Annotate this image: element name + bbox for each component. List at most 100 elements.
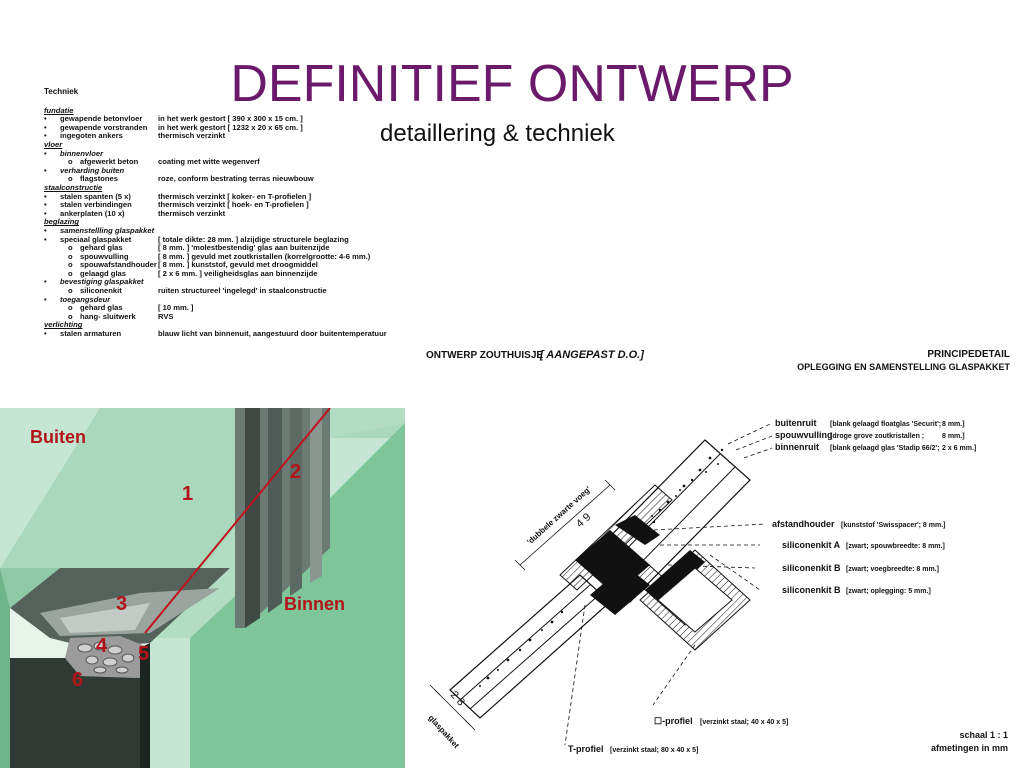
box-profile <box>639 549 751 651</box>
spec-item-label: ankerplaten (10 x) <box>60 208 125 218</box>
circle-bullet-icon: o <box>68 260 73 270</box>
spec-koker: [verzinkt staal; 40 x 40 x 5] <box>700 719 788 726</box>
spec-row: o spouwvulling [ 8 mm. ] gevuld met zoutkr… <box>44 251 404 262</box>
spec-row: vloer <box>44 139 404 150</box>
bullet-icon: • <box>44 148 47 158</box>
spec-heading: Techniek <box>44 87 79 96</box>
spec-binnenruit: [blank gelaagd glas 'Stadip 66/2'; <box>830 445 940 452</box>
label-buitenruit: buitenruit <box>775 418 817 428</box>
bullet-icon: • <box>44 294 47 304</box>
dimension-lines <box>429 479 616 731</box>
spec-subitem-value: [ 8 mm. ] kunststof, gevuld met droogmid… <box>158 260 318 270</box>
bullet-icon: • <box>44 225 47 235</box>
bullet-icon: • <box>44 114 47 124</box>
bullet-icon: • <box>44 122 47 132</box>
spec-subitem-label: afgewerkt beton <box>80 157 139 167</box>
spec-item-label: stalen verbindingen <box>60 200 132 210</box>
label-tprofiel: T-profiel <box>568 744 604 754</box>
spec-section-title: beglazing <box>44 217 80 227</box>
circle-bullet-icon: o <box>68 251 73 261</box>
label-inside: Binnen <box>284 594 345 614</box>
number-5: 5 <box>138 643 149 665</box>
spec-subitem-value: [ 2 x 6 mm. ] veiligheidsglas aan binnen… <box>158 268 318 278</box>
spec-subitem-value: [ 8 mm. ] 'molestbestendig' glas aan bui… <box>158 243 330 253</box>
label-afstandhouder: afstandhouder <box>772 519 835 529</box>
spec-row: • ankerplaten (10 x) thermisch verzinkt <box>44 208 404 219</box>
spec-afstandhouder: [kunststof 'Swisspacer'; 8 mm.] <box>841 522 945 529</box>
circle-bullet-icon: o <box>68 243 73 253</box>
frame-illustration: Buiten Binnen 1 2 3 4 5 6 <box>0 408 405 768</box>
spec-item-value: thermisch verzinkt <box>158 208 226 218</box>
spec-kit-b1: [zwart; voegbreedte: 8 mm.] <box>846 566 939 573</box>
spec-item-value: in het werk gestort [ 1232 x 20 x 65 cm.… <box>158 122 303 132</box>
spec-subitem-value: [ 8 mm. ] gevuld met zoutkristallen (kor… <box>158 251 371 261</box>
number-6: 6 <box>72 669 83 691</box>
slide-subtitle: detaillering & techniek <box>380 120 615 147</box>
spec-buitenruit: [blank gelaagd floatglas 'Securit'; <box>830 421 941 428</box>
bullet-icon: • <box>44 208 47 218</box>
spec-item-value: thermisch verzinkt <box>158 131 226 141</box>
spec-row: •stalen spanten (5 x)thermisch verzinkt … <box>44 191 404 202</box>
spec-subitem-label: spouwvulling <box>80 251 129 261</box>
spec-item-value: [ totale dikte: 28 mm. ] alzijdige struc… <box>158 234 349 244</box>
spec-item-value: thermisch verzinkt [ hoek- en T-profiele… <box>158 200 309 210</box>
spec-kit-a: [zwart; spouwbreedte: 8 mm.] <box>846 543 945 550</box>
drawing-title-left: ONTWERP ZOUTHUISJE <box>426 350 543 361</box>
spec-row: •verharding buiten <box>44 165 404 176</box>
bullet-icon: • <box>44 191 47 201</box>
detail-drawing-svg: ONTWERP ZOUTHUISJE [ AANGEPAST D.O.] PRI… <box>426 349 1010 754</box>
label-outside: Buiten <box>30 427 86 447</box>
frame-illustration-svg: Buiten Binnen 1 2 3 4 5 6 <box>0 408 405 768</box>
spec-item-label: toegangsdeur <box>60 294 111 304</box>
circle-bullet-icon: o <box>68 303 73 313</box>
spec-row: beglazing <box>44 218 404 227</box>
spec-item-label: samenstellling glaspakket <box>60 225 155 235</box>
drawing-title-right-2: OPLEGGING EN SAMENSTELLING GLASPAKKET <box>797 362 1010 372</box>
label-binnenruit: binnenruit <box>775 442 819 452</box>
circle-bullet-icon: o <box>68 268 73 278</box>
spec-tprofiel: [verzinkt staal; 80 x 40 x 5] <box>610 747 698 754</box>
spec-section-title: verlichting <box>44 320 83 330</box>
circle-bullet-icon: o <box>68 286 73 296</box>
label-scale: schaal 1 : 1 <box>959 730 1008 740</box>
number-1: 1 <box>182 483 193 505</box>
spec-row: o gehard glas [ 8 mm. ] 'molestbestendig' … <box>44 243 404 253</box>
bullet-icon: • <box>44 200 47 210</box>
drawing-title-right-1: PRINCIPEDETAIL <box>927 349 1010 360</box>
number-4: 4 <box>96 635 108 657</box>
spec-subitem-value: RVS <box>158 311 174 321</box>
spec-row: verlichting <box>44 321 404 330</box>
spec-item-value: in het werk gestort [ 390 x 300 x 15 cm.… <box>158 114 303 124</box>
spec-subitem-label: gehard glas <box>80 243 123 253</box>
label-kit-a: siliconenkit A <box>782 540 841 550</box>
spec-row: •bevestiging glaspakket <box>44 278 404 287</box>
bullet-icon: • <box>44 165 47 175</box>
leader-lines <box>564 423 773 746</box>
spec-item-label: stalen spanten (5 x) <box>60 191 131 201</box>
label-kit-b1: siliconenkit B <box>782 563 841 573</box>
spec-item-label: stalen armaturen <box>60 329 122 339</box>
spec-subitem-label: gehard glas <box>80 303 123 313</box>
spec-row: • toegangsdeur <box>44 294 404 305</box>
spec-subitem-value: [ 10 mm. ] <box>158 303 194 313</box>
bullet-icon: • <box>44 234 47 244</box>
spec-subitem-label: hang- sluitwerk <box>80 311 136 321</box>
circle-bullet-icon: o <box>68 174 73 184</box>
spec-subitem-label: flagstones <box>80 174 118 184</box>
spec-spouwvulling: [droge grove zoutkristallen ; <box>830 433 924 440</box>
spec-item-value: blauw licht van binnenuit, aangestuurd d… <box>158 329 387 339</box>
slide-title: DEFINITIEF ONTWERP <box>230 55 794 113</box>
size-buitenruit: 8 mm.] <box>942 421 965 428</box>
spec-row: • stalen verbindingen thermisch verzinkt [… <box>44 201 404 210</box>
circle-bullet-icon: o <box>68 311 73 321</box>
spec-item-label: speciaal glaspakket <box>60 234 132 244</box>
spec-section-title: vloer <box>44 139 63 149</box>
